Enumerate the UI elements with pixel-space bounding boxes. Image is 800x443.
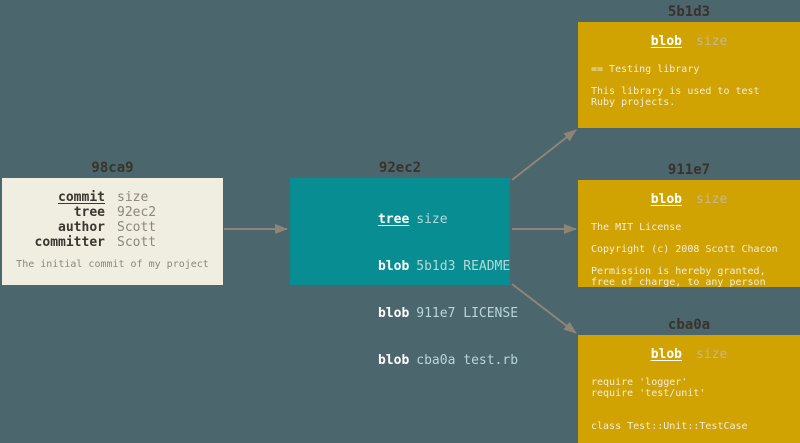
tree-blob-key: blob	[377, 258, 410, 274]
blob-content-line	[591, 399, 787, 410]
blob-content-line	[591, 75, 787, 86]
blob-header: blob size	[591, 34, 787, 49]
commit-type-value: size	[117, 190, 149, 205]
blob-content-line: Copyright (c) 2008 Scott Chacon	[591, 244, 778, 255]
commit-object-hash-label: 98ca9	[91, 160, 134, 176]
blob-content-line: This library is used to test	[591, 86, 760, 97]
blob-content-line: Ruby projects.	[591, 97, 676, 108]
tree-license-entry: 911e7 LICENSE	[416, 305, 519, 321]
commit-row-type: commit size	[2, 190, 223, 205]
blob-size-value: size	[696, 192, 728, 207]
commit-row-tree: tree 92ec2	[2, 205, 223, 220]
tree-testrb-entry: cba0a test.rb	[416, 353, 519, 369]
commit-row-committer: committer Scott	[2, 235, 223, 250]
tree-row-license: blob 911e7 LICENSE	[331, 290, 518, 337]
tree-row-readme: blob 5b1d3 README	[331, 243, 510, 290]
tree-blob-key: blob	[377, 353, 410, 369]
blob-cba0a-content: require 'logger' require 'test/unit' cla…	[591, 377, 787, 432]
commit-committer-key: committer	[34, 235, 105, 250]
blob-content-line: require 'logger'	[591, 377, 688, 388]
tree-row-testrb: blob cba0a test.rb	[331, 337, 518, 384]
tree-type-value: size	[416, 211, 448, 227]
tree-object-hash-label: 92ec2	[378, 160, 422, 176]
blob-5b1d3-content: == Testing library This library is used …	[591, 64, 787, 108]
blob-type-key: blob	[650, 34, 682, 49]
blob-size-value: size	[696, 347, 728, 362]
blob-911e7-hash-label: 911e7	[667, 162, 711, 178]
blob-header: blob size	[591, 192, 787, 207]
blob-cba0a-hash-label: cba0a	[667, 317, 711, 333]
blob-header: blob size	[591, 347, 787, 362]
blob-911e7-content: The MIT License Copyright (c) 2008 Scott…	[591, 222, 787, 288]
tree-blob-key: blob	[377, 305, 410, 321]
blob-content-line	[591, 255, 787, 266]
commit-author-value: Scott	[117, 220, 157, 235]
arrow-tree-to-blob-cba0a	[511, 283, 577, 334]
tree-type-key: tree	[377, 211, 410, 227]
blob-content-line: == Testing library	[591, 64, 700, 75]
blob-content-line: Permission is hereby granted,	[591, 266, 766, 277]
arrow-tree-to-blob-5b1d3	[511, 129, 577, 181]
blob-content-line: The MIT License	[591, 222, 682, 233]
blob-size-value: size	[696, 34, 728, 49]
blob-content-line: free of charge, to any person	[591, 277, 766, 288]
commit-row-author: author Scott	[2, 220, 223, 235]
blob-content-line	[591, 410, 787, 421]
commit-author-key: author	[58, 220, 105, 235]
blob-type-key: blob	[650, 192, 682, 207]
blob-5b1d3-hash-label: 5b1d3	[667, 4, 711, 20]
blob-content-line: require 'test/unit'	[591, 388, 706, 399]
blob-911e7-box: blob size The MIT License Copyright (c) 2…	[578, 180, 800, 288]
commit-message: The initial commit of my project	[16, 259, 209, 270]
tree-readme-entry: 5b1d3 README	[416, 258, 511, 274]
commit-type-key: commit	[58, 190, 105, 205]
blob-content-line: class Test::Unit::TestCase	[591, 421, 748, 432]
commit-committer-value: Scott	[117, 235, 157, 250]
blob-type-key: blob	[650, 347, 682, 362]
commit-tree-key: tree	[73, 205, 105, 220]
commit-object-box: commit size tree 92ec2 author Scott comm…	[2, 178, 223, 285]
blob-5b1d3-box: blob size == Testing library This library…	[578, 22, 800, 128]
tree-row-type: tree size	[331, 196, 510, 243]
tree-object-box: tree size blob 5b1d3 README blob 911e7 LICE…	[290, 178, 518, 368]
blob-cba0a-box: blob size require 'logger' require 'test/…	[578, 335, 800, 443]
commit-tree-value: 92ec2	[117, 205, 157, 220]
blob-content-line	[591, 233, 787, 244]
